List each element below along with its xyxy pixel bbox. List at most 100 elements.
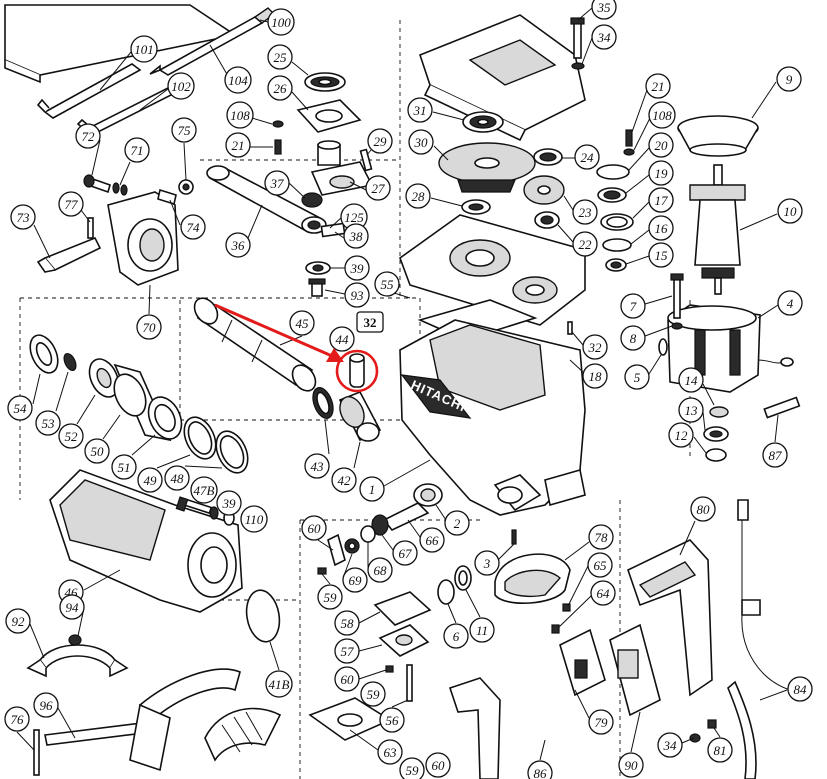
callout-35: 35 [591, 0, 617, 20]
needle-bearing-37 [301, 192, 323, 208]
callout-26: 26 [267, 75, 293, 101]
ring-48 [215, 430, 249, 474]
striker-pin-44 [349, 353, 365, 388]
callout-68: 68 [367, 557, 393, 583]
pin-77 [87, 217, 94, 239]
callout-24: 24 [574, 144, 600, 170]
washer-8 [671, 322, 683, 330]
callout-76: 76 [4, 706, 30, 732]
screw-64 [551, 624, 560, 634]
washers-71 [112, 182, 128, 196]
callout-44: 44 [329, 326, 355, 352]
callout-80: 80 [690, 496, 716, 522]
callout-56: 56 [379, 707, 405, 733]
callout-67: 67 [392, 540, 418, 566]
callout-label: 52 [65, 429, 79, 444]
spring-68 [360, 525, 376, 543]
cylinder-45 [193, 297, 317, 392]
hex-wrench-101 [36, 63, 142, 119]
callout-label: 16 [655, 221, 669, 236]
bolt-7 [670, 273, 684, 319]
callout-7: 7 [620, 293, 646, 319]
callout-1: 1 [359, 476, 385, 502]
callout-108: 108 [226, 101, 254, 129]
callout-60: 60 [425, 752, 451, 778]
washer-3 [511, 529, 517, 545]
callout-label: 96 [40, 698, 54, 713]
callout-47B: 47B [190, 476, 218, 504]
callout-label: 34 [663, 738, 678, 753]
callout-93: 93 [344, 282, 370, 308]
switch-79 [559, 628, 606, 697]
callout-label: 1 [369, 482, 376, 497]
callout-label: 28 [412, 189, 426, 204]
callout-27: 27 [365, 175, 391, 201]
callout-87: 87 [762, 442, 788, 468]
spring-74 [157, 188, 177, 206]
callout-label: 59 [406, 763, 420, 778]
ball-bearing-25 [304, 72, 346, 92]
callout-79: 79 [588, 709, 614, 735]
callout-21: 21 [645, 73, 671, 99]
callout-label: 93 [351, 288, 365, 303]
o-ring-41B [245, 589, 281, 643]
callout-21: 21 [225, 132, 251, 158]
callout-label: 87 [769, 448, 783, 463]
switch-holder-90 [609, 623, 661, 717]
callout-66: 66 [419, 527, 445, 553]
callout-label: 94 [66, 600, 80, 615]
gear-67 [371, 514, 389, 536]
callout-label: 60 [432, 758, 446, 773]
callout-17: 17 [648, 187, 674, 213]
gear-30 [438, 142, 536, 193]
callout-label: 55 [381, 277, 395, 292]
callout-label: 108 [230, 108, 250, 123]
callout-label: 44 [336, 332, 350, 347]
callout-15: 15 [648, 242, 674, 268]
callout-label: 75 [178, 123, 192, 138]
callout-label: 110 [245, 512, 264, 527]
callout-37: 37 [264, 170, 290, 196]
callout-label: 3 [483, 556, 491, 571]
callout-label: 18 [589, 369, 603, 384]
callout-label: 24 [581, 150, 595, 165]
armature-10 [689, 164, 746, 295]
callout-label: 39 [350, 261, 365, 276]
callout-label: 6 [453, 629, 460, 644]
callout-18: 18 [582, 363, 608, 389]
bolt-93 [308, 278, 326, 297]
callout-60: 60 [334, 666, 360, 692]
callout-39: 39 [216, 490, 242, 516]
callout-label: 15 [655, 248, 669, 263]
clamp-92 [26, 644, 129, 678]
callout-6: 6 [443, 623, 469, 649]
callout-13: 13 [678, 397, 704, 423]
callout-65: 65 [587, 552, 613, 578]
callout-label: 42 [338, 473, 352, 488]
callout-58: 58 [334, 610, 360, 636]
washer-69 [344, 538, 360, 554]
callout-49: 49 [137, 467, 163, 493]
sleeve-51 [147, 396, 183, 440]
callout-12: 12 [668, 422, 694, 448]
callout-label: 81 [714, 743, 727, 758]
callout-label: 63 [384, 745, 398, 760]
callout-90: 90 [618, 752, 644, 778]
callout-77: 77 [58, 191, 84, 217]
o-ring-6 [437, 579, 455, 605]
handle-80 [627, 539, 713, 697]
callout-label: 78 [595, 530, 609, 545]
trigger-lever [448, 677, 501, 779]
bearing-22 [534, 211, 560, 229]
callout-label: 73 [17, 210, 31, 225]
retainer-39 [305, 261, 331, 275]
callout-2: 2 [444, 510, 470, 536]
callout-label: 14 [685, 373, 699, 388]
callout-36: 36 [225, 232, 251, 258]
washer-14 [709, 406, 729, 418]
callout-25: 25 [267, 44, 293, 70]
callout-label: 8 [630, 331, 637, 346]
crank-shaft-27 [310, 140, 374, 196]
highlight-arrowhead [326, 348, 344, 362]
